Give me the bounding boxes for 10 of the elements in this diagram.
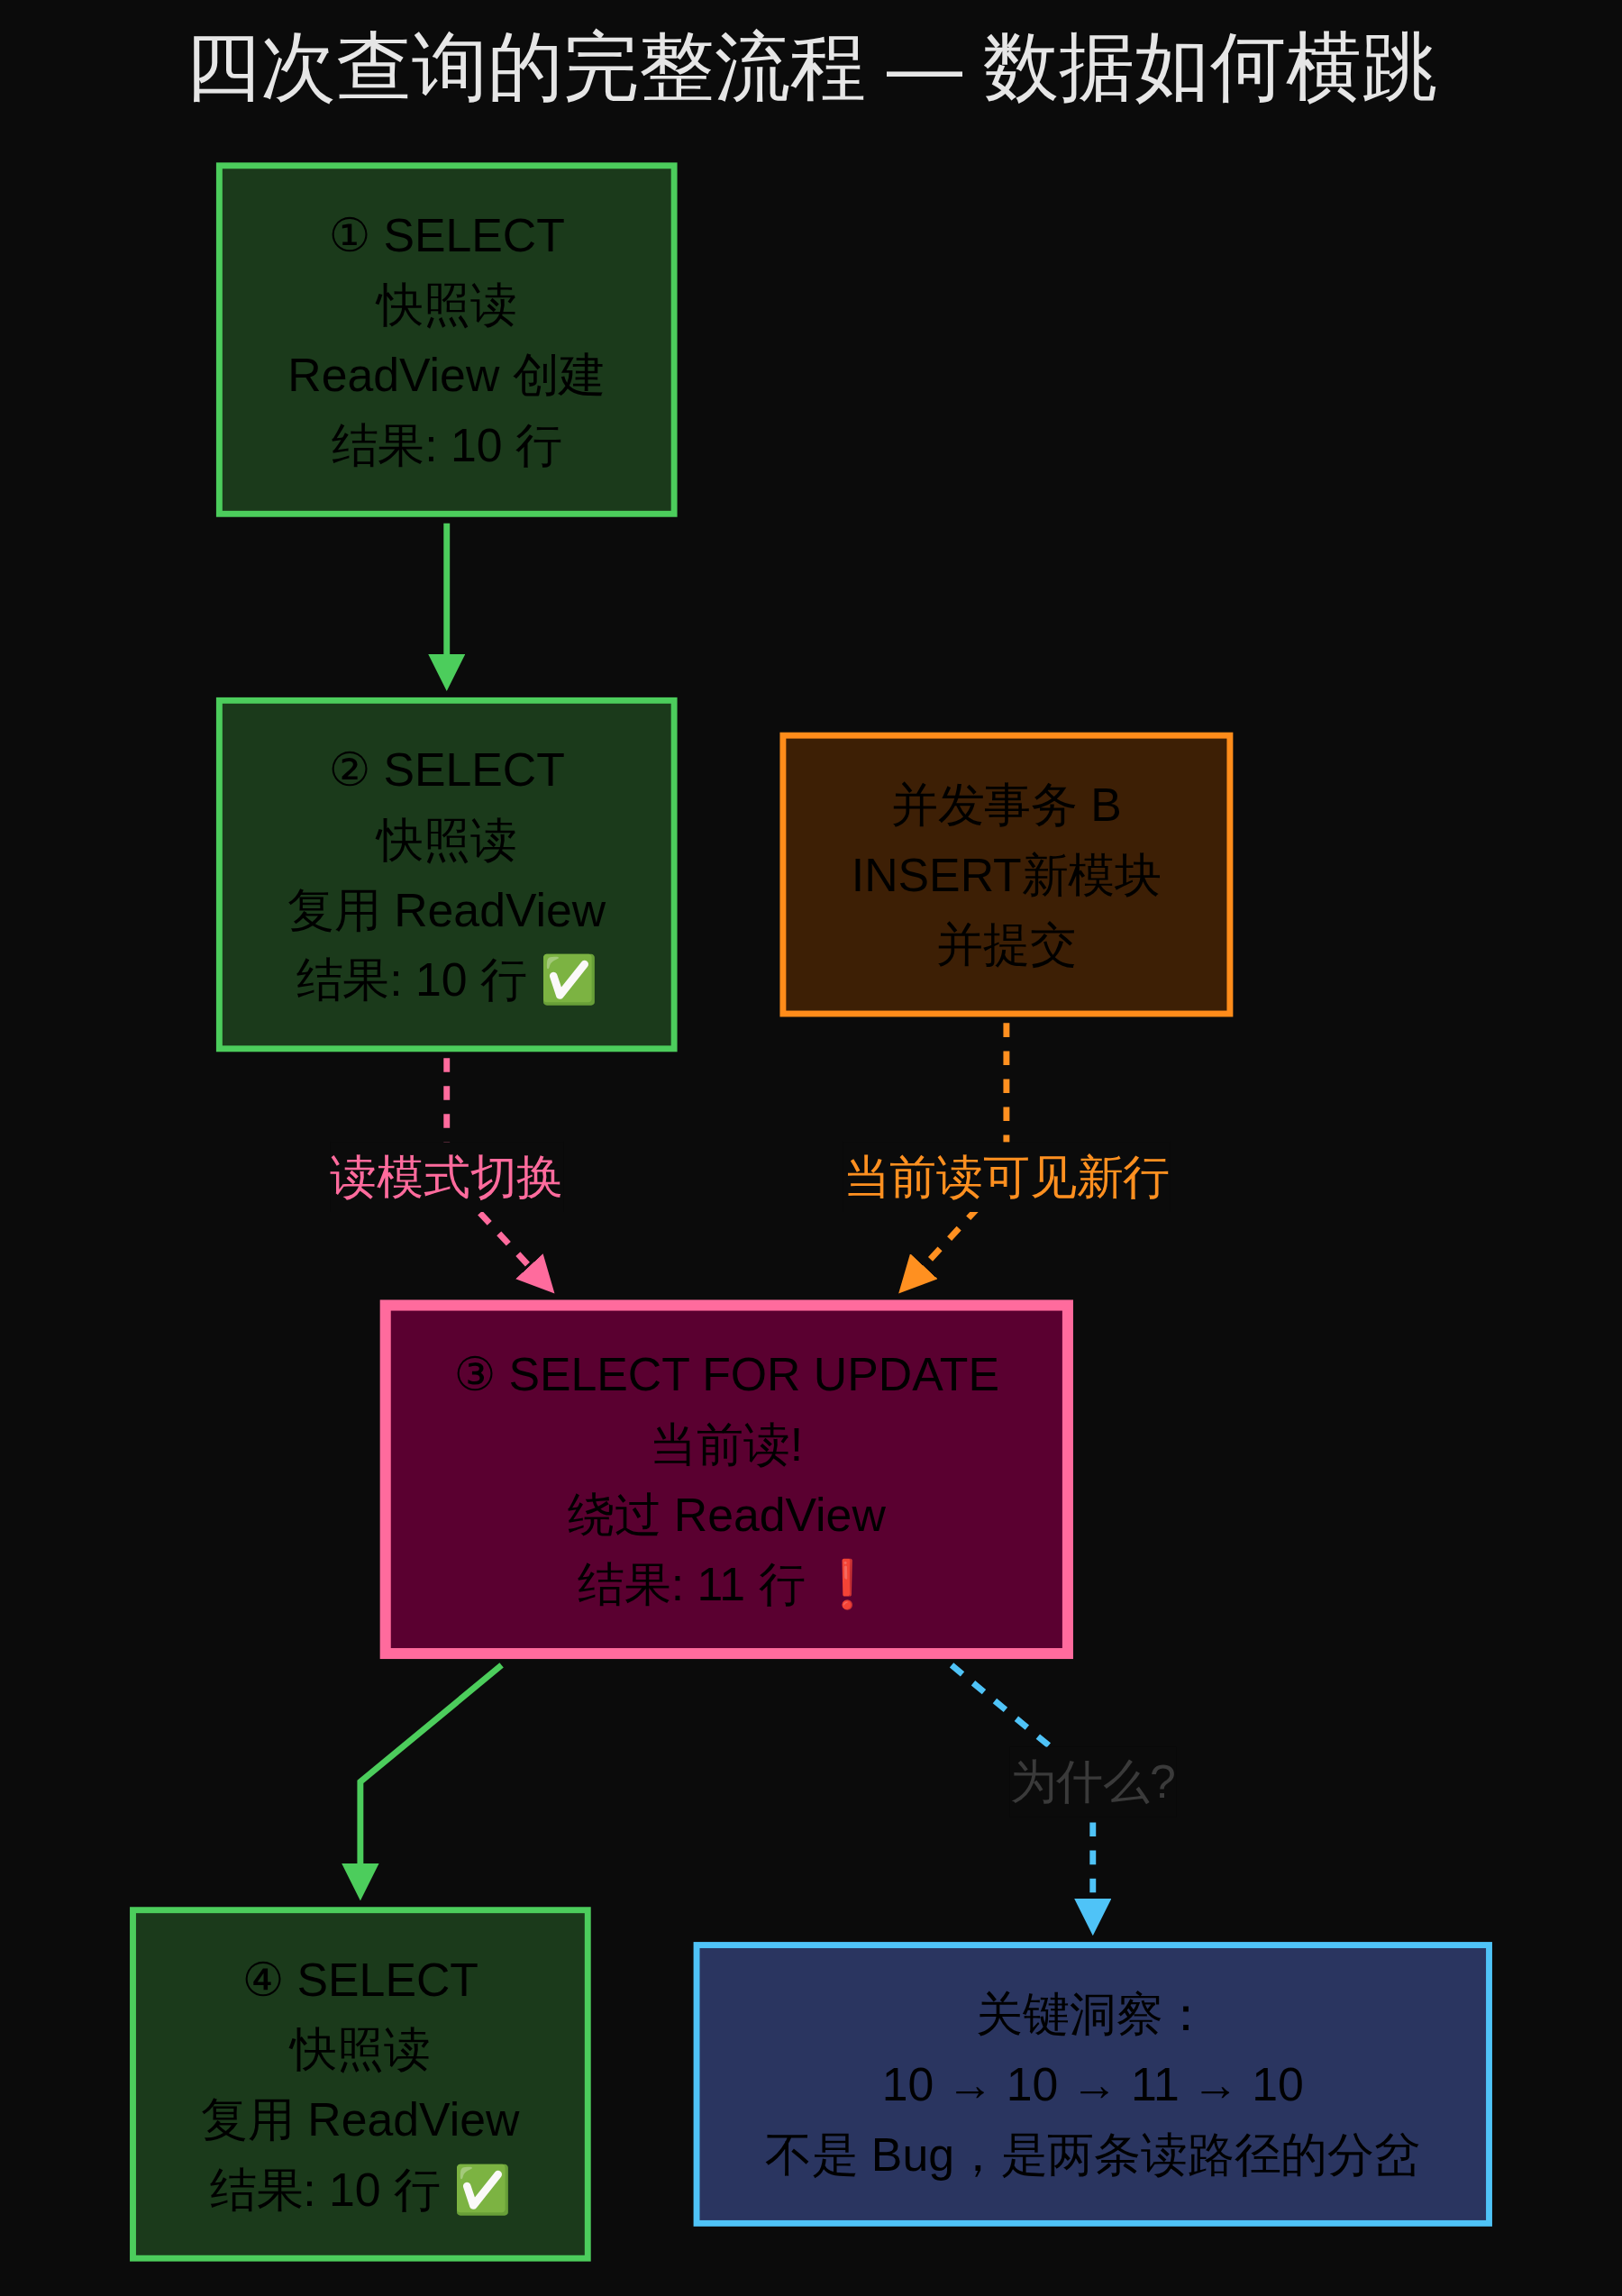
process-box: 并发事务 B INSERT新模块 并提交 xyxy=(779,732,1234,1017)
edge-label: 读模式切换 xyxy=(330,1142,564,1212)
arrow xyxy=(342,1663,504,1901)
process-box: ② SELECT 快照读 复用 ReadView 结果: 10 行 ✅ xyxy=(215,697,678,1052)
process-box: ④ SELECT 快照读 复用 ReadView 结果: 10 行 ✅ xyxy=(130,1907,591,2262)
note-box: 关键洞察： 10 → 10 → 11 → 10 不是 Bug，是两条读路径的分岔 xyxy=(693,1942,1492,2227)
arrow xyxy=(428,523,466,691)
process-box: ① SELECT 快照读 ReadView 创建 结果: 10 行 xyxy=(215,162,678,517)
process-box: ③ SELECT FOR UPDATE 当前读! 绕过 ReadView 结果: 11 行 ❗ xyxy=(379,1299,1073,1660)
diagram-title: 四次查询的完整流程 — 数据如何横跳 xyxy=(184,23,1438,111)
